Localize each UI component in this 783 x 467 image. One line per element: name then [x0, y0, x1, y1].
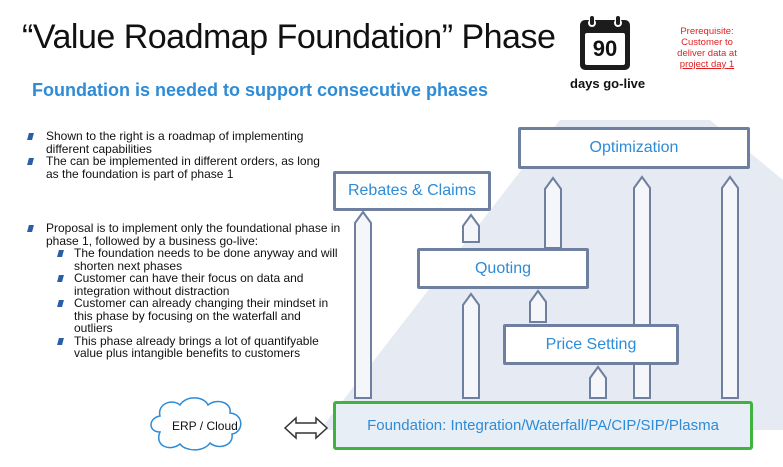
arrow-up-3	[462, 213, 480, 243]
proposal-bullet-list: Proposal is to implement only the founda…	[22, 222, 342, 360]
foundation-box: Foundation: Integration/Waterfall/PA/CIP…	[333, 401, 753, 450]
calendar-number: 90	[592, 36, 618, 61]
intro-bullet-list: Shown to the right is a roadmap of imple…	[22, 130, 322, 180]
arrow-up-1	[354, 210, 372, 399]
proposal-text: Proposal is to implement only the founda…	[22, 222, 342, 247]
quoting-box: Quoting	[417, 248, 589, 289]
arrow-up-6	[589, 365, 607, 399]
prerequisite-line-3: deliver data at	[677, 48, 737, 59]
page-title: “Value Roadmap Foundation” Phase	[22, 18, 556, 56]
arrow-up-8	[721, 175, 739, 399]
calendar-icon	[580, 16, 630, 70]
cloud-shape	[150, 397, 242, 451]
rebates-claims-box: Rebates & Claims	[333, 171, 491, 211]
prerequisite-line-2: Customer to	[681, 37, 733, 48]
days-go-live-label: days go-live	[570, 76, 646, 91]
erp-cloud-label: ERP / Cloud	[172, 419, 238, 433]
optimization-box: Optimization	[518, 127, 750, 169]
price-setting-box: Price Setting	[503, 324, 679, 365]
prerequisite-line-4: project day 1	[679, 59, 735, 70]
arrow-up-2	[462, 292, 480, 399]
prerequisite-note: Prerequisite: Customer to deliver data a…	[672, 26, 742, 70]
arrow-up-4	[529, 289, 547, 323]
bullet-item: The can be implemented in different orde…	[22, 155, 322, 180]
page-subtitle: Foundation is needed to support consecut…	[32, 80, 489, 100]
double-arrow-icon	[283, 416, 329, 440]
sub-bullet-item: This phase already brings a lot of quant…	[22, 334, 342, 360]
sub-bullet-item: Customer can have their focus on data an…	[22, 272, 342, 297]
sub-bullet-item: Customer can already changing their mind…	[22, 297, 342, 335]
bullet-item: Shown to the right is a roadmap of imple…	[22, 130, 322, 155]
arrow-up-5	[544, 176, 562, 249]
prerequisite-line-1: Prerequisite:	[680, 26, 734, 37]
sub-bullet-item: The foundation needs to be done anyway a…	[22, 247, 342, 272]
